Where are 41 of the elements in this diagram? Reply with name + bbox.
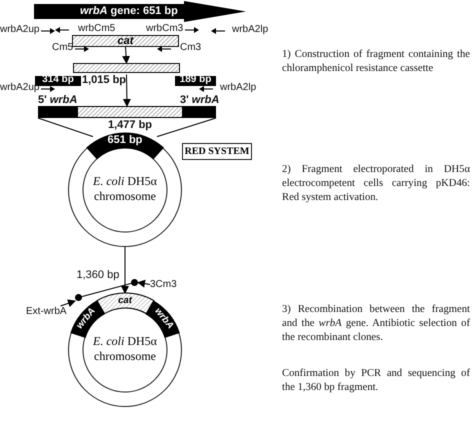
fragment-bar: [38, 106, 216, 118]
primer-label: Cm3: [180, 42, 202, 53]
primer-label: wrbA2lp: [232, 24, 268, 35]
connector-line: [38, 118, 94, 138]
gene-label: wrbA gene: 651 bp: [80, 5, 178, 17]
gene-arrow: [34, 1, 246, 22]
size-label: 1,015 bp: [82, 74, 126, 86]
size-label: 1,477 bp: [108, 119, 152, 131]
primer-label: wrbA2lp: [220, 82, 256, 93]
segment-label: cat: [117, 295, 134, 306]
primer-label: wrbA2up: [0, 24, 40, 35]
step-text: 1) Construction of fragment containing the chloramphenicol resistance cassette: [282, 48, 470, 76]
primer-dot: [131, 279, 138, 286]
chromosome-ring: [68, 293, 182, 407]
arrow: [121, 246, 129, 294]
step-text: 3) Recombination between the fragment and the wrbA gene. Antibiotic selection of the recombinant clones.: [282, 303, 470, 345]
primer-label: wrbCm3: [146, 23, 184, 34]
primer-label: wrbCm5: [78, 23, 116, 34]
step-text: Confirmation by PCR and sequencing of the 1,360 bp fragment.: [282, 367, 470, 395]
gene-segment: [146, 300, 180, 337]
hatched-fragment-bar: cat: [72, 35, 179, 47]
hatched-gene-segment: [96, 293, 154, 314]
arrow: [60, 300, 76, 308]
step-text: 2) Fragment electroporated in DH5α electrocompetent cells carrying pKD46: Red system activation.: [282, 163, 470, 205]
arrow: [122, 74, 131, 107]
chromosome-label: E. coli DH5α chromosome: [92, 174, 158, 204]
size-label: 5' wrbA: [38, 94, 78, 106]
primer-label: 3Cm3: [150, 279, 177, 290]
hatched-fragment-bar: [73, 63, 180, 73]
arrow: [137, 280, 150, 288]
primer-label: Ext-wrbA: [26, 306, 67, 317]
system-box: RED SYSTEM: [182, 143, 252, 160]
connector-line: [156, 118, 216, 138]
gene-segment: [86, 133, 164, 159]
arrow: [122, 46, 130, 64]
chromosome-label: E. coli DH5α chromosome: [92, 334, 158, 364]
primer-label: Cm5: [52, 42, 74, 53]
chromosome-ring: [68, 133, 182, 247]
primer-dot: [75, 294, 82, 301]
size-label: 3' wrbA: [180, 94, 220, 106]
segment-label: 651 bp: [106, 135, 144, 146]
